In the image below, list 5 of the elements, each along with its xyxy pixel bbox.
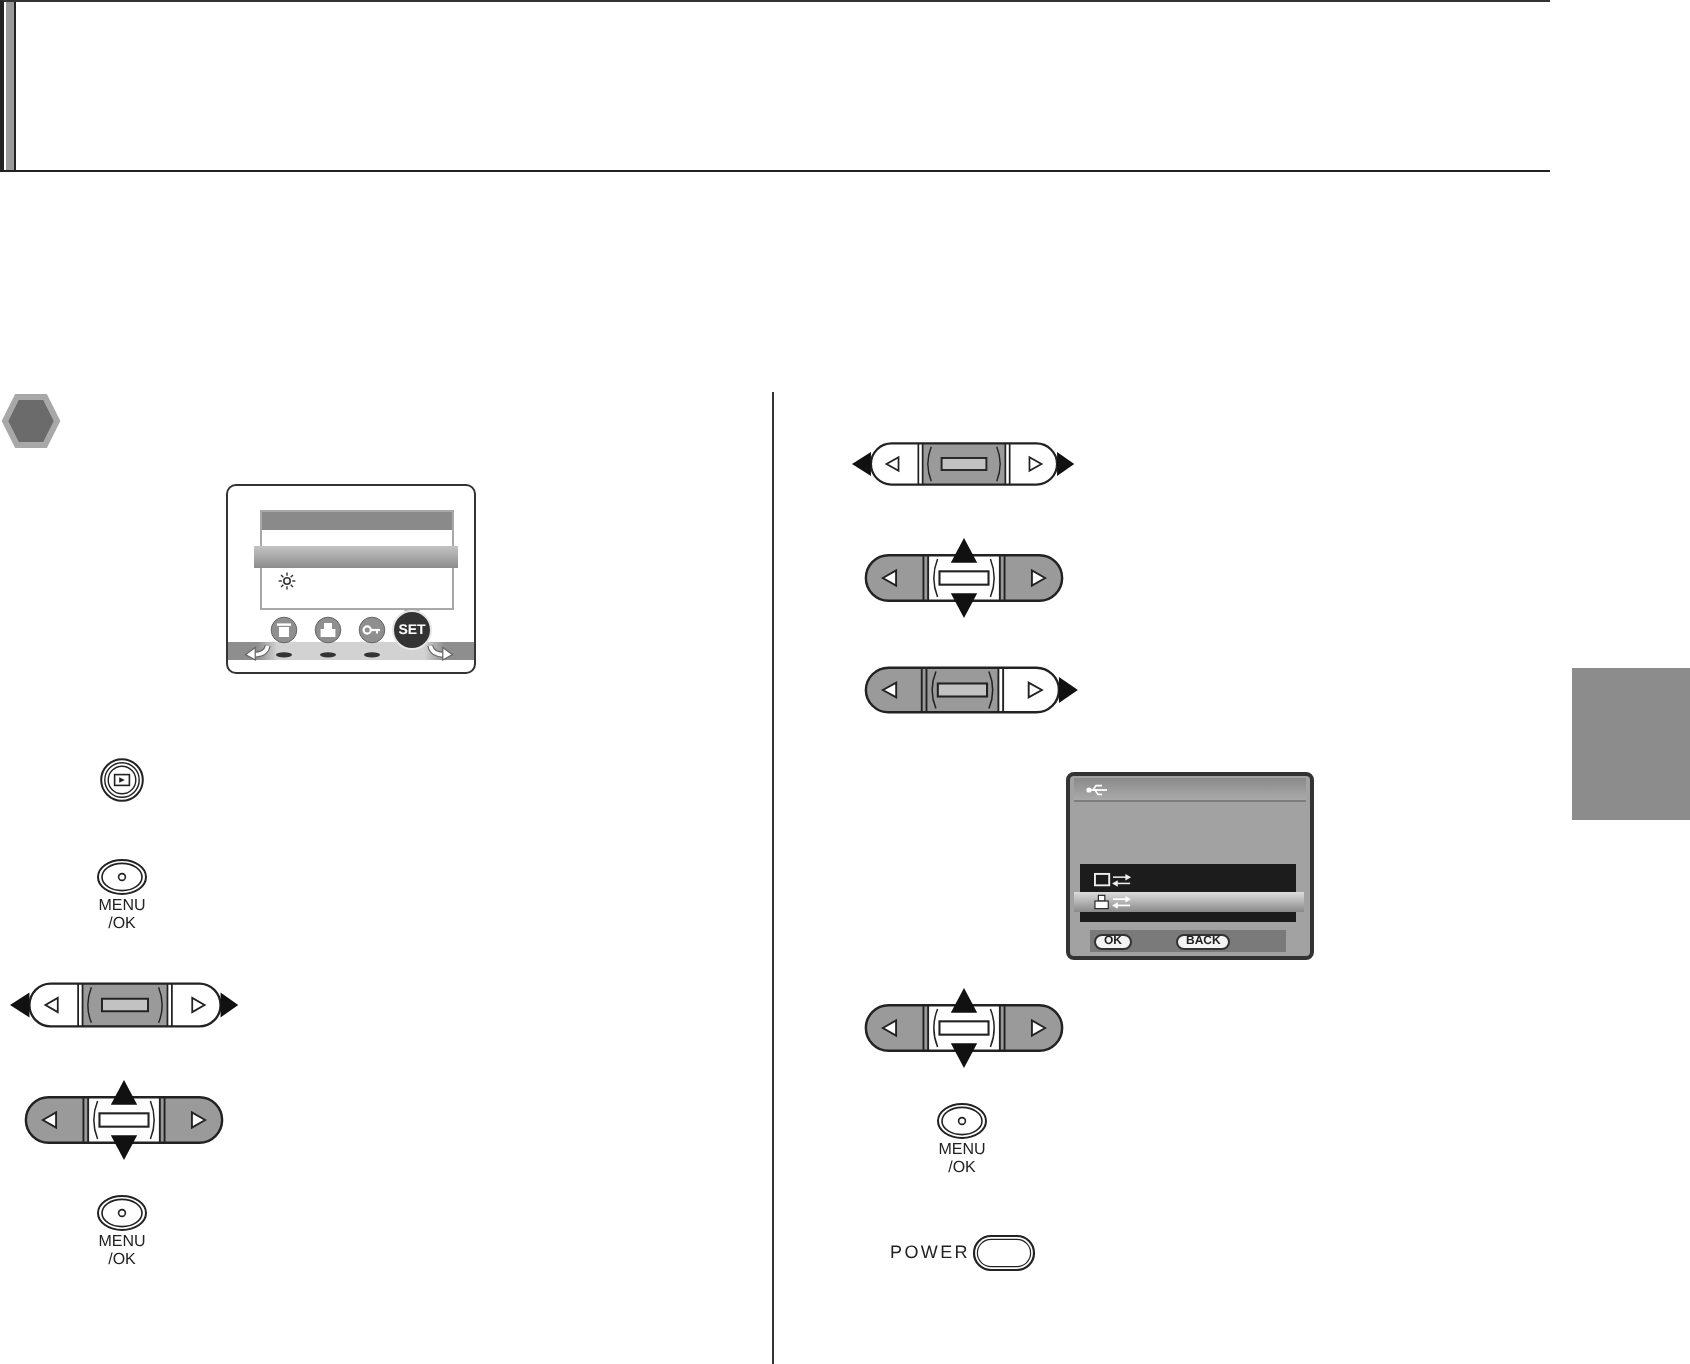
power-label: POWER — [890, 1242, 971, 1264]
menu-ok-label: MENU /OK — [98, 898, 146, 932]
menu-ok-label: MENU /OK — [938, 1142, 986, 1176]
menu-ok-label: MENU /OK — [98, 1234, 146, 1268]
section-tab — [1572, 668, 1690, 820]
